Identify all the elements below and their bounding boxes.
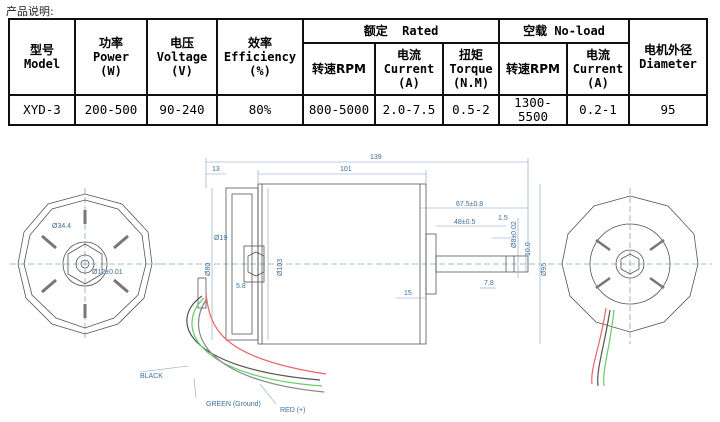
dim-d19: Ø19 — [214, 235, 227, 242]
dim-d80: Ø80 — [205, 263, 212, 276]
dim-shaft-48: 48±0.5 — [454, 219, 475, 226]
dim-body-length: 101 — [340, 166, 352, 173]
label-green-wire: GREEN (Ground) — [206, 401, 261, 408]
dim-d103: Ø103 — [277, 259, 284, 276]
label-red-wire: RED (+) — [280, 407, 305, 414]
dim-flat-10: 10.0 — [525, 242, 532, 256]
header-noload-rpm: 转速RPM — [498, 42, 568, 96]
cell-efficiency: 80% — [216, 94, 304, 126]
right-end-view — [548, 188, 712, 387]
dim-d58: 5.8 — [236, 283, 246, 290]
side-view — [160, 183, 540, 345]
cell-model: XYD-3 — [8, 94, 76, 126]
cell-noload-rpm: 1300-5500 — [498, 94, 568, 126]
header-noload: 空载 No-load — [498, 18, 630, 44]
cell-rated-rpm: 800-5000 — [302, 94, 376, 126]
dimension-lines — [205, 158, 541, 344]
product-description-caption: 产品说明: — [6, 5, 54, 18]
dim-d8: Ø8±0.02 — [511, 221, 518, 248]
cell-voltage: 90-240 — [146, 94, 218, 126]
dim-d95: Ø95 — [541, 263, 548, 276]
dim-d34: Ø34.4 — [52, 223, 71, 230]
cell-noload-current: 0.2-1 — [566, 94, 630, 126]
cell-power: 200-500 — [74, 94, 148, 126]
cell-rated-current: 2.0-7.5 — [374, 94, 444, 126]
dim-13: 13 — [212, 166, 220, 173]
dim-flat-15: 1.5 — [498, 215, 508, 222]
dim-len-15: 15 — [404, 290, 412, 297]
header-rated-rpm: 转速RPM — [302, 42, 376, 96]
dim-total-length: 139 — [370, 154, 382, 161]
dim-shaft-length: 67.5±0.8 — [456, 201, 483, 208]
dim-flat-78: 7.8 — [484, 280, 494, 287]
cell-rated-torque: 0.5-2 — [442, 94, 500, 126]
dim-d12: Ø12±0.01 — [92, 269, 123, 276]
lead-wires — [139, 293, 327, 405]
left-end-view — [10, 188, 160, 338]
motor-technical-drawing: 139 101 13 67.5±0.8 48±0.5 1.5 7.8 15 Ø3… — [10, 154, 712, 414]
label-black-wire: BLACK — [140, 373, 163, 380]
cell-diameter: 95 — [628, 94, 708, 126]
table-row: XYD-3 200-500 90-240 80% 800-5000 2.0-7.… — [8, 94, 708, 126]
header-rated: 额定 Rated — [302, 18, 500, 44]
